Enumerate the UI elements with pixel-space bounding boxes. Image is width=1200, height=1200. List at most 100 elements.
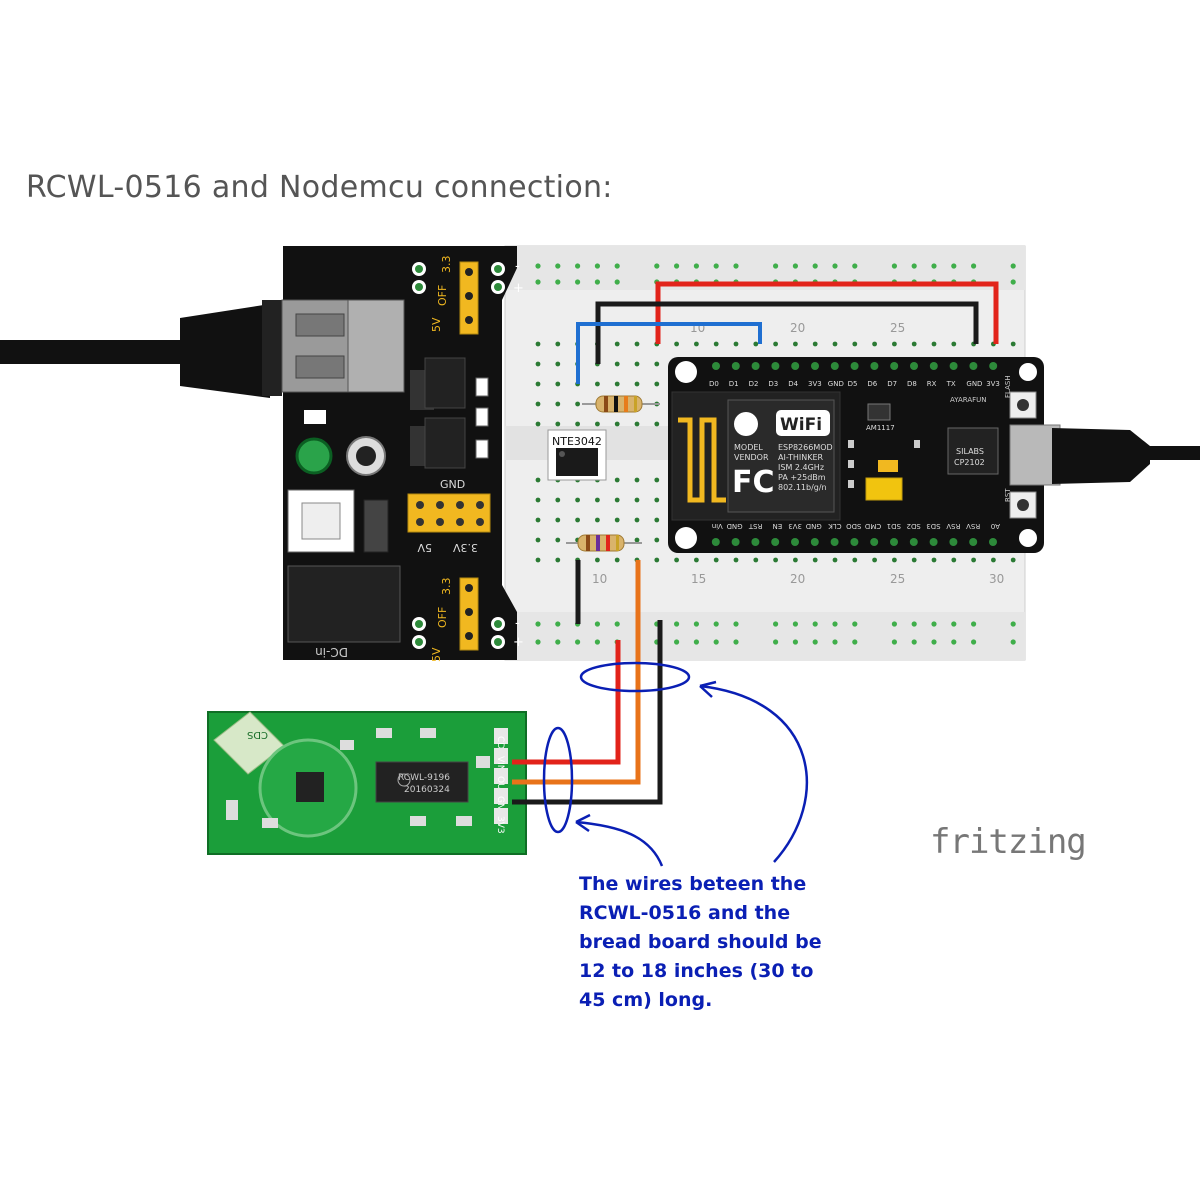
terminal-hole bbox=[951, 557, 957, 563]
wifi-logo: WiFi bbox=[780, 415, 822, 435]
terminal-hole bbox=[753, 341, 759, 347]
nodemcu-bottom-pin-label: CLK bbox=[828, 522, 842, 530]
resistor-bottom bbox=[566, 534, 642, 552]
nodemcu-pins-bottom: A0RSVRSVSD3SD2SD1CMDSDOCLKGND3V3ENRSTGND… bbox=[712, 522, 1000, 546]
maker-label: AYARAFUN bbox=[950, 396, 987, 404]
nodemcu-top-pin bbox=[830, 362, 839, 370]
nodemcu-bottom-pin-label: A0 bbox=[991, 522, 1000, 530]
terminal-hole bbox=[634, 497, 640, 503]
terminal-hole bbox=[654, 557, 660, 563]
wire-length-note: The wires beteen the RCWL-0516 and the b… bbox=[579, 870, 839, 1015]
nodemcu-bottom-pin bbox=[850, 538, 859, 546]
nodemcu-bottom-pin bbox=[949, 538, 958, 546]
terminal-hole bbox=[971, 557, 976, 563]
header-33v: 3.3V bbox=[453, 541, 478, 554]
terminal-hole bbox=[535, 401, 541, 407]
terminal-hole bbox=[812, 341, 818, 347]
terminal-hole bbox=[793, 557, 798, 563]
note-line: RCWL-0516 and the bbox=[579, 902, 791, 924]
rail-hole bbox=[575, 279, 581, 285]
rail-hole bbox=[654, 263, 660, 269]
nodemcu-bottom-pin-label: EN bbox=[773, 522, 783, 530]
terminal-hole bbox=[535, 421, 541, 427]
rail-hole bbox=[852, 621, 858, 627]
nodemcu-top-pin bbox=[751, 362, 760, 370]
terminal-hole bbox=[654, 421, 660, 427]
nodemcu-bottom-pin-label: SDO bbox=[846, 522, 862, 530]
terminal-hole bbox=[654, 361, 660, 367]
nodemcu-top-pin bbox=[771, 362, 780, 370]
flash-label: FLASH bbox=[1004, 375, 1012, 398]
terminal-hole bbox=[575, 517, 580, 523]
terminal-hole bbox=[654, 537, 660, 543]
arrow-to-top bbox=[699, 684, 809, 863]
rail-hole bbox=[733, 621, 739, 627]
note-line: The wires beteen the bbox=[579, 873, 807, 895]
terminal-hole bbox=[595, 421, 600, 427]
jumper-label-33: 3.3 bbox=[440, 256, 453, 274]
wire-orange-out bbox=[512, 560, 641, 785]
terminal-hole bbox=[852, 557, 858, 563]
terminal-hole bbox=[911, 557, 917, 563]
rail-hole bbox=[594, 639, 601, 645]
usb-chip-1: SILABS bbox=[956, 447, 984, 456]
terminal-hole bbox=[713, 341, 719, 347]
rail-hole bbox=[852, 639, 858, 645]
nodemcu-top-pin-label: D6 bbox=[867, 380, 877, 388]
rcwl-pin-pad bbox=[494, 748, 508, 764]
rail-hole bbox=[891, 639, 898, 645]
terminal-hole bbox=[634, 517, 640, 523]
rail-plus-bottom: + bbox=[513, 635, 524, 650]
rcwl-pin-pad bbox=[494, 808, 508, 824]
rail-hole bbox=[931, 621, 937, 627]
terminal-hole bbox=[892, 341, 897, 347]
nodemcu-top-pin-label: D5 bbox=[848, 380, 858, 388]
nodemcu-top-pin-label: D3 bbox=[768, 380, 778, 388]
terminal-hole bbox=[1010, 557, 1016, 563]
rail-hole bbox=[575, 263, 581, 269]
terminal-hole bbox=[555, 341, 561, 347]
rail-hole bbox=[832, 621, 838, 627]
rail-hole bbox=[891, 263, 898, 269]
terminal-hole bbox=[931, 341, 937, 347]
nodemcu-bottom-pin bbox=[890, 538, 898, 546]
fritzing-watermark: fritzing bbox=[930, 822, 1087, 862]
rail-hole bbox=[971, 263, 977, 269]
nodemcu-bottom-pin bbox=[830, 538, 839, 546]
dc-jack bbox=[287, 565, 401, 643]
col-number-bottom-30: 30 bbox=[989, 572, 1004, 586]
terminal-hole bbox=[733, 341, 739, 347]
terminal-hole bbox=[595, 517, 600, 523]
rail-hole bbox=[971, 621, 977, 627]
terminal-hole bbox=[614, 381, 620, 387]
usb-chip-2: CP2102 bbox=[954, 458, 985, 467]
rail-plus: + bbox=[513, 281, 524, 296]
rail-hole bbox=[931, 639, 937, 645]
terminal-hole bbox=[733, 557, 739, 563]
power-led bbox=[295, 437, 333, 475]
rail-hole bbox=[575, 639, 581, 645]
terminal-hole bbox=[595, 497, 600, 503]
rail-minus: - bbox=[515, 259, 520, 274]
terminal-hole bbox=[654, 381, 660, 387]
terminal-hole bbox=[535, 557, 541, 563]
terminal-hole bbox=[555, 517, 561, 523]
terminal-hole bbox=[634, 537, 640, 543]
rail-hole bbox=[733, 639, 739, 645]
terminal-hole bbox=[812, 557, 818, 563]
terminal-hole bbox=[555, 381, 561, 387]
terminal-hole bbox=[773, 341, 778, 347]
rail-hole bbox=[693, 639, 700, 645]
terminal-hole bbox=[852, 341, 858, 347]
nodemcu-top-pin-label: D2 bbox=[749, 380, 759, 388]
nodemcu-bottom-pin bbox=[751, 538, 760, 546]
rail-hole bbox=[792, 621, 799, 627]
nodemcu-top-pin bbox=[712, 362, 720, 370]
regulator-label: AM1117 bbox=[866, 424, 895, 432]
wire-blue-d2 bbox=[576, 322, 762, 384]
terminal-hole bbox=[674, 341, 679, 347]
rail-hole bbox=[614, 263, 620, 269]
